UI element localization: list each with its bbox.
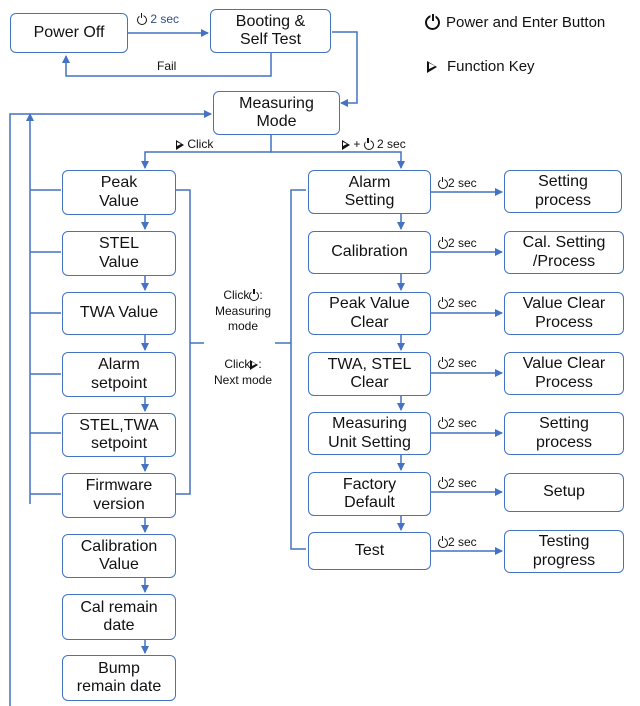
edge-booting-measuring: [332, 31, 358, 107]
node-test: Test: [308, 532, 431, 570]
node-calibration-value: Calibration Value: [62, 534, 176, 578]
label-hold: 2 sec: [438, 176, 477, 190]
legend-function: Function Key: [427, 58, 535, 75]
power-icon: [438, 237, 448, 249]
left-group-bracket: [176, 189, 191, 495]
node-setting-process-1: Setting process: [504, 170, 622, 213]
legend-power-label: Power and Enter Button: [446, 14, 606, 31]
play-triangle-icon: [250, 359, 259, 370]
node-factory-default: Factory Default: [308, 472, 431, 516]
power-icon: [438, 177, 448, 189]
edge-measuring-split: [141, 134, 272, 169]
node-twa-stel-clear: TWA, STEL Clear: [308, 352, 431, 396]
node-setup: Setup: [504, 473, 624, 512]
node-bump-remain-date: Bump remain date: [62, 655, 176, 701]
left-return-rail: [9, 110, 212, 706]
node-stel-value: STEL Value: [62, 231, 176, 276]
node-setting-process-2: Setting process: [504, 412, 624, 455]
power-icon: [249, 289, 260, 301]
legend-power: Power and Enter Button: [425, 13, 606, 31]
edge-booting-fail: [62, 52, 272, 77]
node-alarm-setpoint: Alarm setpoint: [62, 352, 176, 397]
node-booting: Booting & Self Test: [210, 9, 331, 53]
power-icon: [438, 417, 448, 429]
node-value-clear-2: Value Clear Process: [504, 352, 624, 395]
node-power-off: Power Off: [10, 13, 128, 53]
node-unit-setting: Measuring Unit Setting: [308, 412, 431, 455]
power-icon: [438, 297, 448, 309]
play-triangle-icon: [176, 139, 184, 150]
power-icon: [438, 536, 448, 548]
node-cal-setting-process: Cal. Setting /Process: [504, 231, 624, 274]
power-icon: [438, 477, 448, 489]
node-alarm-setting: Alarm Setting: [308, 170, 431, 214]
node-cal-remain-date: Cal remain date: [62, 594, 176, 640]
label-power-on: 2 sec: [137, 12, 179, 26]
node-value-clear-1: Value Clear Process: [504, 292, 624, 335]
power-icon: [425, 13, 440, 30]
label-hold: 2 sec: [438, 476, 477, 490]
power-icon: [137, 13, 147, 25]
label-hold: 2 sec: [438, 535, 477, 549]
label-fail: Fail: [157, 59, 177, 73]
label-hold: 2 sec: [438, 236, 477, 250]
node-testing-progress: Testing progress: [504, 530, 624, 573]
node-firmware-version: Firmware version: [62, 473, 176, 518]
node-calibration: Calibration: [308, 231, 431, 274]
label-click: Click: [176, 137, 213, 151]
right-group-bracket: [290, 189, 306, 550]
node-measuring-mode: Measuring Mode: [213, 91, 340, 135]
label-hold: 2 sec: [438, 416, 477, 430]
label-hold: 2 sec: [438, 356, 477, 370]
legend-function-label: Function Key: [447, 58, 535, 75]
label-long-press: + 2 sec: [342, 137, 406, 151]
power-icon: [438, 357, 448, 369]
play-triangle-icon: [342, 139, 350, 150]
node-peak-value-clear: Peak Value Clear: [308, 292, 431, 335]
node-peak-value: Peak Value: [62, 170, 176, 215]
node-stel-twa-setpoint: STEL,TWA setpoint: [62, 413, 176, 457]
note-power-click: Click: Measuring mode: [214, 288, 272, 334]
note-next-click: Click: Next mode: [213, 357, 273, 387]
label-hold: 2 sec: [438, 296, 477, 310]
node-twa-value: TWA Value: [62, 292, 176, 335]
play-triangle-icon: [427, 60, 437, 73]
edge-split-right: [271, 151, 405, 169]
power-icon: [363, 138, 374, 150]
